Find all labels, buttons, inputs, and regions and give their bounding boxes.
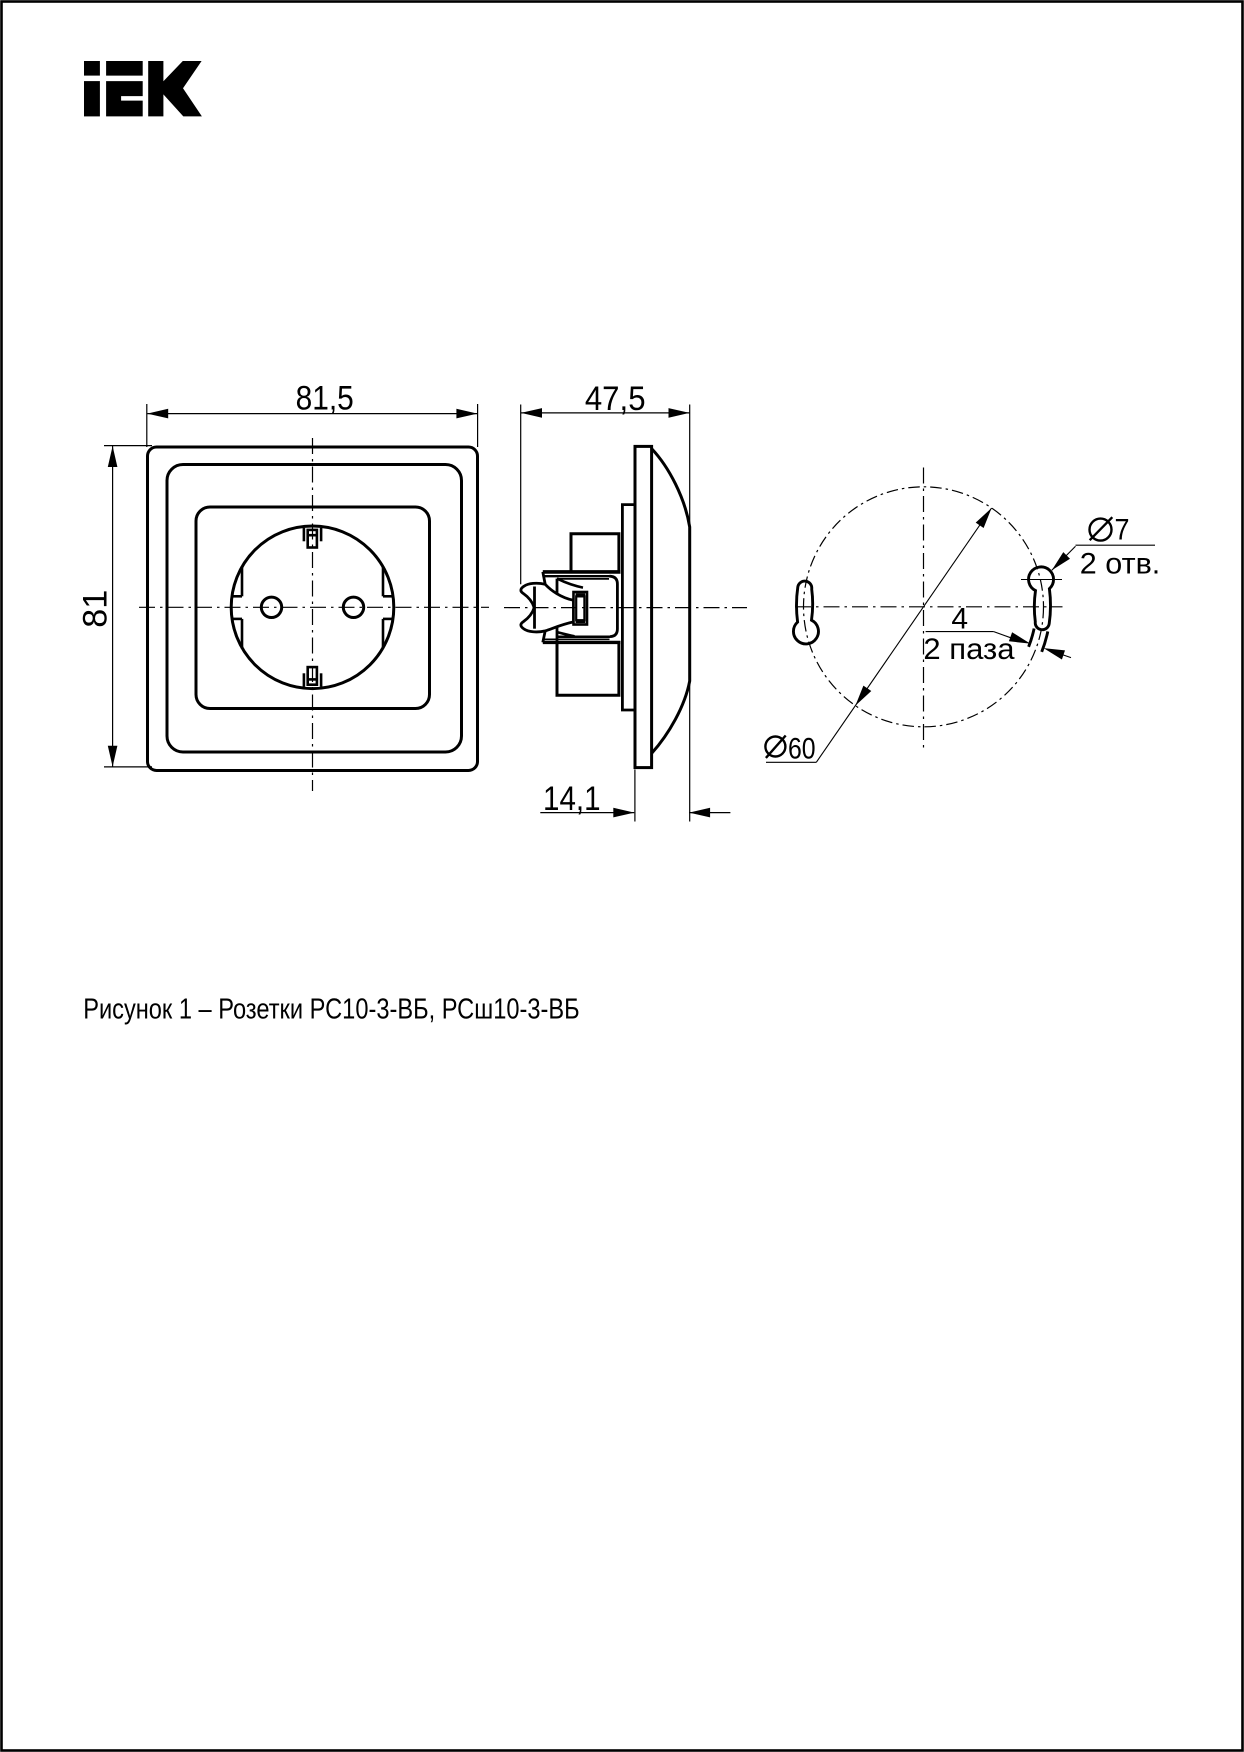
svg-text:Рисунок 1 – Розетки РС10-3-ВБ,: Рисунок 1 – Розетки РС10-3-ВБ, РСш10-3-В… [83, 994, 579, 1026]
svg-text:81,5: 81,5 [296, 380, 354, 418]
svg-text:14,1: 14,1 [543, 780, 601, 818]
svg-text:81: 81 [77, 590, 115, 628]
svg-text:2 отв.: 2 отв. [1080, 548, 1161, 581]
svg-text:60: 60 [788, 732, 816, 765]
svg-text:4: 4 [951, 602, 968, 635]
svg-text:47,5: 47,5 [585, 380, 646, 418]
svg-text:7: 7 [1115, 514, 1130, 547]
svg-text:2 паза: 2 паза [923, 633, 1014, 666]
